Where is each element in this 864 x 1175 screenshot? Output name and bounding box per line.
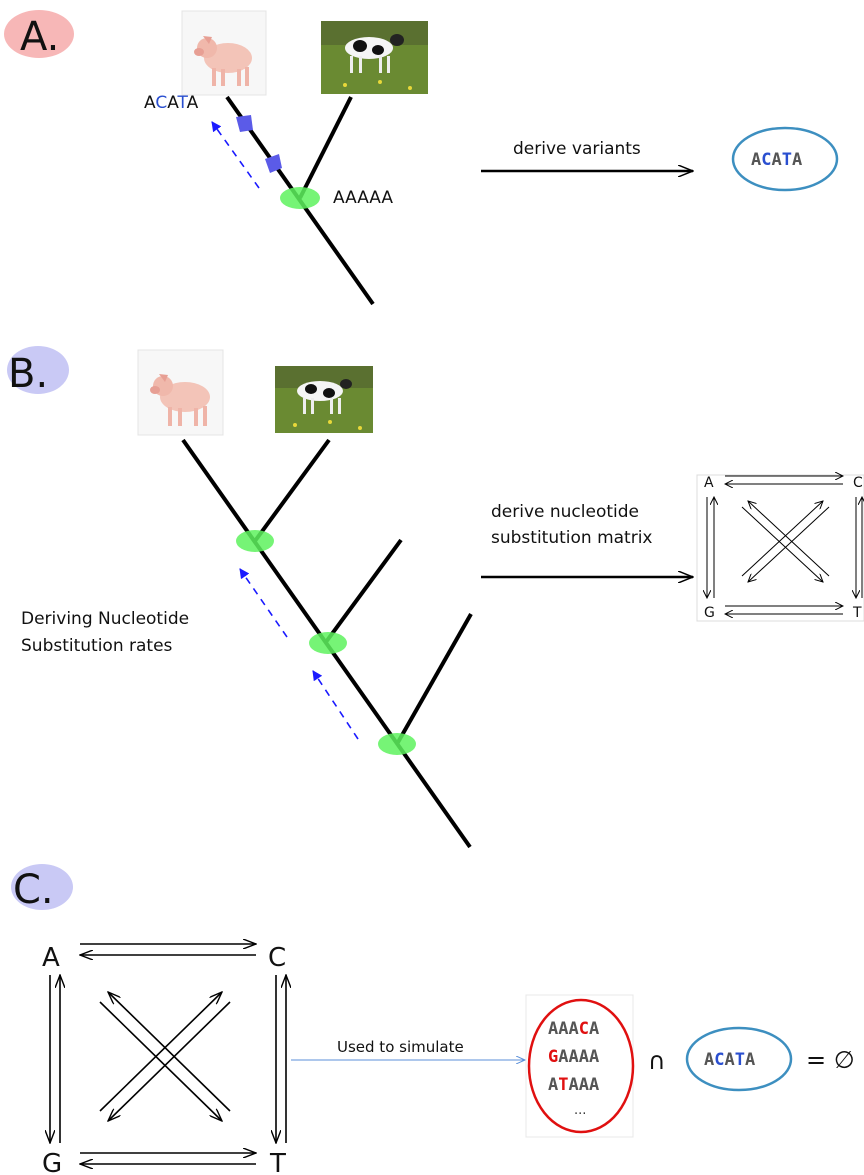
simulated-sequence: ATAAA: [548, 1075, 599, 1095]
ancestor-node: [309, 632, 347, 654]
derivation-dashed-arrow: [312, 670, 359, 740]
simulated-variants: AAACA GAAAA ATAAA ...: [525, 994, 635, 1138]
matrix-node-c: C: [268, 943, 286, 973]
mutation-marker: [236, 115, 253, 132]
matrix-node-a: A: [704, 475, 714, 491]
tree-b-branch-3: [395, 613, 473, 745]
matrix-node-c: C: [853, 475, 863, 491]
panel-b-label: B.: [8, 351, 48, 397]
derive-matrix-label-1: derive nucleotide: [491, 502, 639, 522]
matrix-node-t: T: [269, 1149, 286, 1175]
tree-a-cow-branch: [298, 96, 353, 199]
ancestor-sequence: AAAAA: [333, 188, 393, 208]
variant-box: [731, 126, 839, 192]
variant-sequence: ACATA: [751, 150, 802, 170]
simulated-sequence: GAAAA: [548, 1047, 599, 1067]
matrix-node-g: G: [42, 1149, 62, 1175]
rates-label-line-1: Deriving Nucleotide: [21, 609, 189, 629]
cow-image: [321, 21, 428, 94]
variant-box: [685, 1026, 793, 1092]
simulated-sequence: AAACA: [548, 1019, 599, 1039]
pig-image: [181, 10, 267, 96]
matrix-node-g: G: [704, 605, 715, 621]
intersection-symbol: ∩: [648, 1047, 666, 1075]
panel-a-label: A.: [20, 14, 59, 60]
cow-image: [275, 366, 373, 433]
ancestor-node: [378, 733, 416, 755]
panel-c-label-bg: [11, 864, 73, 910]
ancestor-node: [236, 530, 274, 552]
pig-image: [137, 349, 224, 436]
derivation-dashed-arrow: [239, 568, 288, 638]
substitution-matrix-large: A C G T: [42, 943, 286, 1175]
derive-variants-label: derive variants: [513, 139, 641, 159]
pig-sequence: ACATA: [144, 93, 199, 113]
derive-matrix-label-2: substitution matrix: [491, 528, 653, 548]
panel-b-label-bg: [7, 346, 69, 394]
panel-c-label: C.: [13, 867, 54, 913]
matrix-node-t: T: [852, 605, 862, 621]
panel-b: B.: [7, 346, 864, 849]
panel-a-label-bg: [4, 10, 74, 58]
tree-b-cow-branch: [253, 438, 331, 543]
ancestor-node: [280, 187, 320, 209]
rates-label-line-2: Substitution rates: [21, 636, 173, 656]
tree-b-branch-2: [324, 538, 403, 644]
substitution-matrix-small: A C G T: [696, 475, 864, 622]
panel-c: C. A C G T Used to simulate: [11, 864, 855, 1175]
empty-set-result: = ∅: [806, 1046, 855, 1074]
matrix-node-a: A: [42, 943, 60, 973]
panel-a: A.: [4, 10, 839, 306]
mutation-marker: [265, 154, 282, 173]
variant-sequence: ACATA: [704, 1050, 755, 1070]
simulate-label: Used to simulate: [337, 1038, 464, 1056]
simulated-ellipsis: ...: [574, 1103, 586, 1118]
derivation-dashed-arrow: [211, 121, 260, 189]
